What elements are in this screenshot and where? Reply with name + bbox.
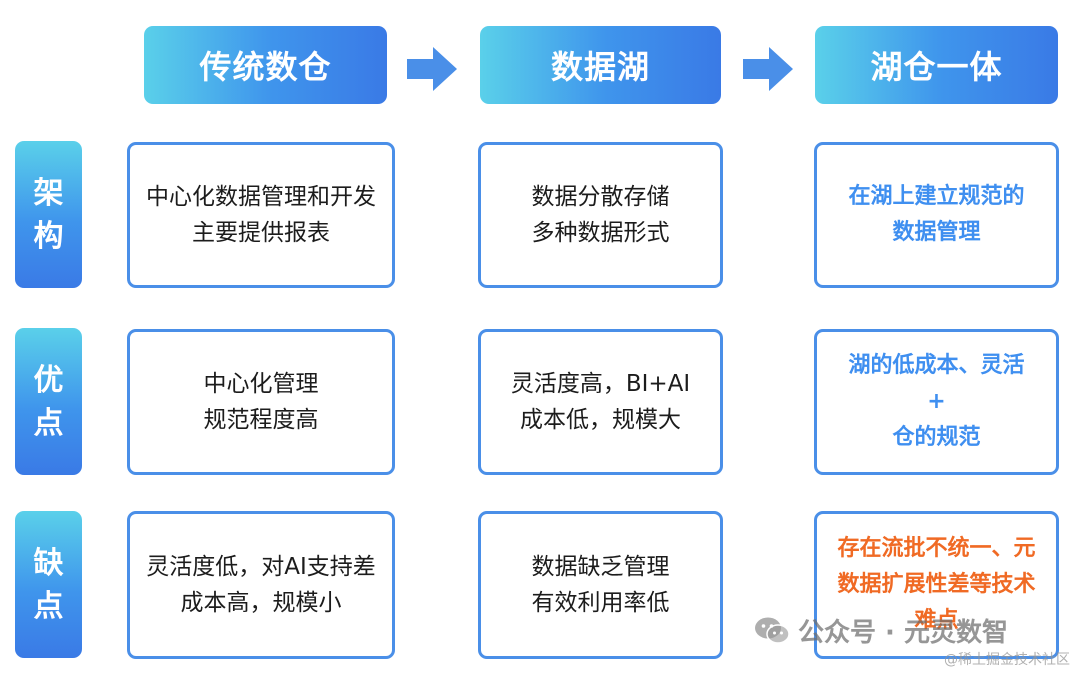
row-label-architecture-line2: 构 — [33, 218, 64, 254]
cell-architecture-traditional-dw: 中心化数据管理和开发 主要提供报表 — [127, 142, 395, 288]
cell-line: 数据扩展性差等技术 — [837, 572, 1036, 597]
cell-cons-traditional-dw: 灵活度低，对AI支持差 成本高，规模小 — [127, 511, 395, 659]
cell-line: 数据缺乏管理 — [531, 554, 670, 580]
cell-architecture-data-lake: 数据分散存储 多种数据形式 — [478, 142, 723, 288]
watermark-site: @稀土掘金技术社区 — [944, 652, 1070, 668]
header-data-lake: 数据湖 — [480, 26, 721, 104]
cell-line: 数据管理 — [892, 220, 981, 245]
cell-pros-traditional-dw: 中心化管理 规范程度高 — [127, 329, 395, 475]
row-label-architecture-line1: 架 — [33, 175, 64, 211]
wechat-icon — [755, 617, 790, 644]
arrow-right-icon — [407, 47, 457, 91]
header-lakehouse: 湖仓一体 — [815, 26, 1058, 104]
cell-architecture-lakehouse: 在湖上建立规范的 数据管理 — [814, 142, 1059, 288]
cell-line: + — [927, 389, 946, 414]
cell-line: 灵活度低，对AI支持差 — [146, 554, 376, 580]
row-label-pros: 优 点 — [15, 328, 82, 475]
watermark-account-text: 公众号 · 元灵数智 — [798, 618, 1008, 648]
row-label-cons-line1: 缺 — [33, 545, 64, 581]
cell-cons-data-lake: 数据缺乏管理 有效利用率低 — [478, 511, 723, 659]
cell-line: 灵活度高，BI+AI — [510, 371, 691, 397]
cell-line: 存在流批不统一、元 — [837, 536, 1036, 561]
cell-line: 在湖上建立规范的 — [848, 184, 1025, 209]
header-data-lake-label: 数据湖 — [550, 48, 650, 86]
row-label-pros-line2: 点 — [33, 405, 64, 441]
arrow-right-icon — [743, 47, 793, 91]
cell-line: 有效利用率低 — [531, 590, 670, 616]
row-label-cons: 缺 点 — [15, 511, 82, 658]
cell-pros-lakehouse: 湖的低成本、灵活 + 仓的规范 — [814, 329, 1059, 475]
cell-line: 中心化管理 — [203, 371, 319, 397]
cell-line: 成本低，规模大 — [520, 407, 681, 433]
cell-line: 中心化数据管理和开发 — [146, 184, 376, 210]
cell-line: 数据分散存储 — [531, 184, 670, 210]
header-traditional-dw: 传统数仓 — [144, 26, 387, 104]
cell-pros-data-lake: 灵活度高，BI+AI 成本低，规模大 — [478, 329, 723, 475]
cell-cons-lakehouse: 存在流批不统一、元 数据扩展性差等技术 难点 — [814, 511, 1059, 659]
cell-line: 规范程度高 — [203, 407, 319, 433]
row-label-architecture: 架 构 — [15, 141, 82, 288]
header-traditional-dw-label: 传统数仓 — [199, 48, 332, 86]
row-label-cons-line2: 点 — [33, 588, 64, 624]
cell-line: 仓的规范 — [892, 425, 981, 450]
watermark-account: 公众号 · 元灵数智 — [754, 612, 1008, 649]
cell-line: 湖的低成本、灵活 — [848, 353, 1025, 378]
cell-line: 成本高，规模小 — [180, 590, 342, 616]
cell-line: 主要提供报表 — [192, 220, 330, 246]
cell-line: 难点 — [914, 608, 959, 633]
cell-line: 多种数据形式 — [531, 220, 670, 246]
header-lakehouse-label: 湖仓一体 — [870, 48, 1003, 86]
row-label-pros-line1: 优 — [33, 362, 64, 398]
